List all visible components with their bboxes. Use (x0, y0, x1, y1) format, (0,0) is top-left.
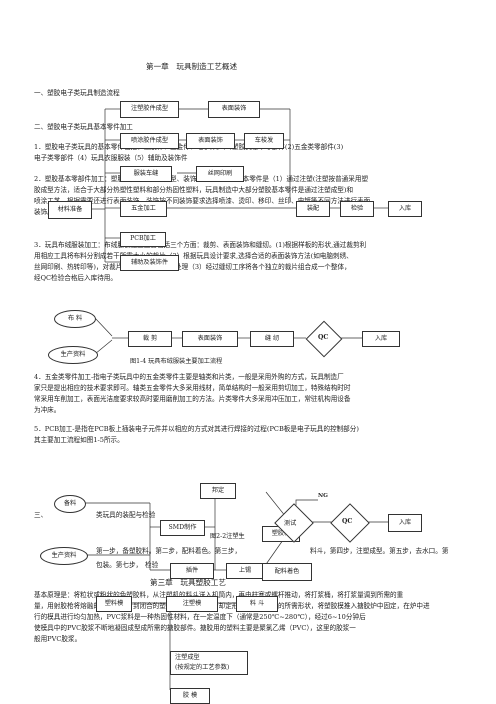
ng-label: NG (318, 493, 328, 499)
plastic-mold-box: 塑料模 (96, 596, 132, 612)
surface-decoration-box: 表面装饰 (182, 331, 238, 347)
para-5: 5．PCB加工-是指在PCB板上插装电子元件并以相应的方式对其进行焊接的过程(P… (34, 424, 359, 446)
para-5-line: 5．PCB加工-是指在PCB板上插装电子元件并以相应的方式对其进行焊接的过程(P… (34, 425, 359, 433)
production-data-oval: 生产资料 (40, 547, 88, 565)
para-5-line: 其主要加工流程如图1-5所示。 (34, 436, 124, 444)
auxiliary-parts-box-overlay: 辅助及装饰件 (120, 255, 179, 271)
spray-molding-box-overlay: 喷涂胶件成型 (120, 133, 179, 149)
production-data-oval: 生产资料 (48, 346, 98, 364)
qc-label: QC (318, 334, 329, 341)
test-label: 测试 (284, 520, 297, 527)
steps-fragment-2: 料斗，第四步，注塑成型。第五步，去水口。第 (310, 547, 449, 555)
qc-label-2: QC (342, 518, 353, 525)
para-2-line: 装饰。 (34, 208, 54, 216)
inspection-box-overlay: 检验 (340, 201, 374, 217)
prep-oval: 备料 (54, 495, 86, 513)
section-1-heading: 一、塑胶电子类玩具制造流程 (34, 89, 120, 97)
para-1-line: 电子类零部件（4）玩具衣服服装（5）辅助及装饰件 (34, 154, 188, 162)
warehouse-box-2: 入库 (388, 514, 422, 532)
ch3-line: 基本原理是：将粒状或粉状的色塑胶料，从注塑机的料斗送入机筒内，再由柱塞或螺杆推动… (34, 591, 404, 599)
chapter-3-para: 基本原理是：将粒状或粉状的色塑胶料，从注塑机的料斗送入机筒内，再由柱塞或螺杆推动… (34, 590, 430, 645)
fabric-oval: 布 料 (54, 310, 96, 328)
ch3-line: 行的模具进行均匀加热，PVC浆料是一种热固性材料，在一定温度下（通常是250℃~… (34, 613, 366, 621)
para-2-line: 胶成型方法，适合于大部分热塑性塑料和部分热固性塑料，玩具制造中大部分塑胶基本零件… (34, 186, 354, 194)
chapter-title: 第一章 玩具制造工艺概述 (146, 62, 238, 71)
para-4-line: 家只是提出相应的技术要求即可。轴类五金零件大多采用线材，简单结构时一般采用剪切加… (34, 384, 351, 392)
smd-box: SMD制作 (160, 520, 205, 536)
chapter-3-title: 第三章 玩具塑胶工艺 (150, 578, 226, 587)
para-4-line: 为冲床。 (34, 406, 61, 414)
surface-decoration-2-box-overlay: 表面装饰 (186, 133, 235, 149)
para-4-line: 4．五金类零件加工-指电子类玩具中的五金类零件主要是轴类和片类，一般是采用外购的… (34, 373, 344, 381)
hopper-box: 料 斗 (236, 596, 278, 612)
para-3: 3．玩具布绒服装加工：布绒服装加工主要包括三个方面：裁剪、表面装饰和缝纫。(1)… (34, 240, 366, 284)
ch3-line: 般用PVC胶浆。 (34, 635, 82, 643)
cutting-box: 裁 剪 (128, 331, 172, 347)
para-3-line: 经QC检验合格后入库待用。 (34, 274, 117, 282)
injection-molding-box: 注塑胶件成型 (120, 101, 179, 118)
ch3-line: 量，用射胶枪将熔融的塑胶料注射到闭合的塑胶模具内，使之冷却定形后得到塑胶模的所需… (34, 602, 430, 610)
color-mixing-box: 配料着色 (262, 563, 312, 581)
process-sublabel: (按规定的工艺参数) (175, 664, 230, 671)
steps-fragment-1: 第一步，备塑胶料。第二步，配料着色。第三步， (96, 547, 242, 555)
hardware-processing-box-overlay: 五金加工 (120, 201, 167, 217)
injection-mold-box: 注塑模 (166, 596, 218, 612)
silk-screen-box-overlay: 丝网印刷 (196, 166, 244, 182)
hair-sewing-box-overlay: 车梭发 (244, 133, 284, 149)
bonding-box: 邦定 (200, 483, 236, 499)
assembly-box-overlay: 装配 (296, 201, 330, 217)
para-3-line: 丝网印刷、热转印等)，对裁片进行表面进行装饰处理（3）经过缝纫工序将各个独立的裁… (34, 263, 351, 271)
para-4: 4．五金类零件加工-指电子类玩具中的五金类零件主要是轴类和片类，一般是采用外购的… (34, 372, 351, 416)
process-label: 注塑成型 (175, 653, 200, 661)
para-3-line: 3．玩具布绒服装加工：布绒服装加工主要包括三个方面：裁剪、表面装饰和缝纫。(1)… (34, 241, 367, 249)
steps-fragment-4: 检验 (145, 561, 159, 569)
material-prep-box-overlay: 材料准备 (48, 201, 92, 219)
pcb-processing-box-overlay: PCB加工 (120, 232, 166, 247)
garment-sewing-box-overlay: 服装车缝 (120, 166, 172, 182)
warehouse-box-overlay: 入库 (388, 201, 422, 217)
surface-decoration-box: 表面装饰 (208, 101, 260, 118)
para-2-line: 喷涂工艺，根据需要还进行表面装饰，装饰按不同装饰要求选择喷漆、烫印、移印、丝印、… (34, 197, 371, 205)
warehouse-box: 入库 (362, 331, 400, 347)
para-4-line: 常采用车削加工，表面光洁度要求较高时要用磨削加工的方法。片类零件大多采用冲压加工… (34, 395, 351, 403)
process-box: 注塑成型 (按规定的工艺参数) (170, 651, 248, 675)
insertion-box: 插件 (170, 563, 214, 579)
section-3-heading-fragment: 三、 (34, 511, 48, 519)
section-2-heading: 二、塑胶电子类玩具基本零件加工 (34, 123, 133, 131)
figure-2-2-caption-fragment: 图2-2注塑生 (210, 533, 245, 540)
ch3-line: 使模具中的PVC胶浆不断地凝固成型成所需的搪胶部件。搪胶用的塑料主要是聚氯乙烯（… (34, 624, 356, 632)
sewing-box: 缝 纫 (250, 331, 294, 347)
para-3-line: 用相应工具将布料分割成若干所需大小的裁片（2）根据玩具设计要求,选择合适的表面装… (34, 252, 353, 260)
section-3-heading-rest: 类玩具的装配与检验 (96, 511, 156, 519)
figure-1-4-caption: 图1-4 玩具布绒服装主要加工流程 (130, 358, 223, 365)
steps-fragment-3: 包装。第七步， (96, 561, 143, 569)
para-1: 1．塑胶电子类玩具的基本零件包括：塑胶件、五金件、电子件。(1)塑胶类基本零部件… (34, 142, 474, 162)
soldering-box: 上锡 (226, 563, 264, 579)
